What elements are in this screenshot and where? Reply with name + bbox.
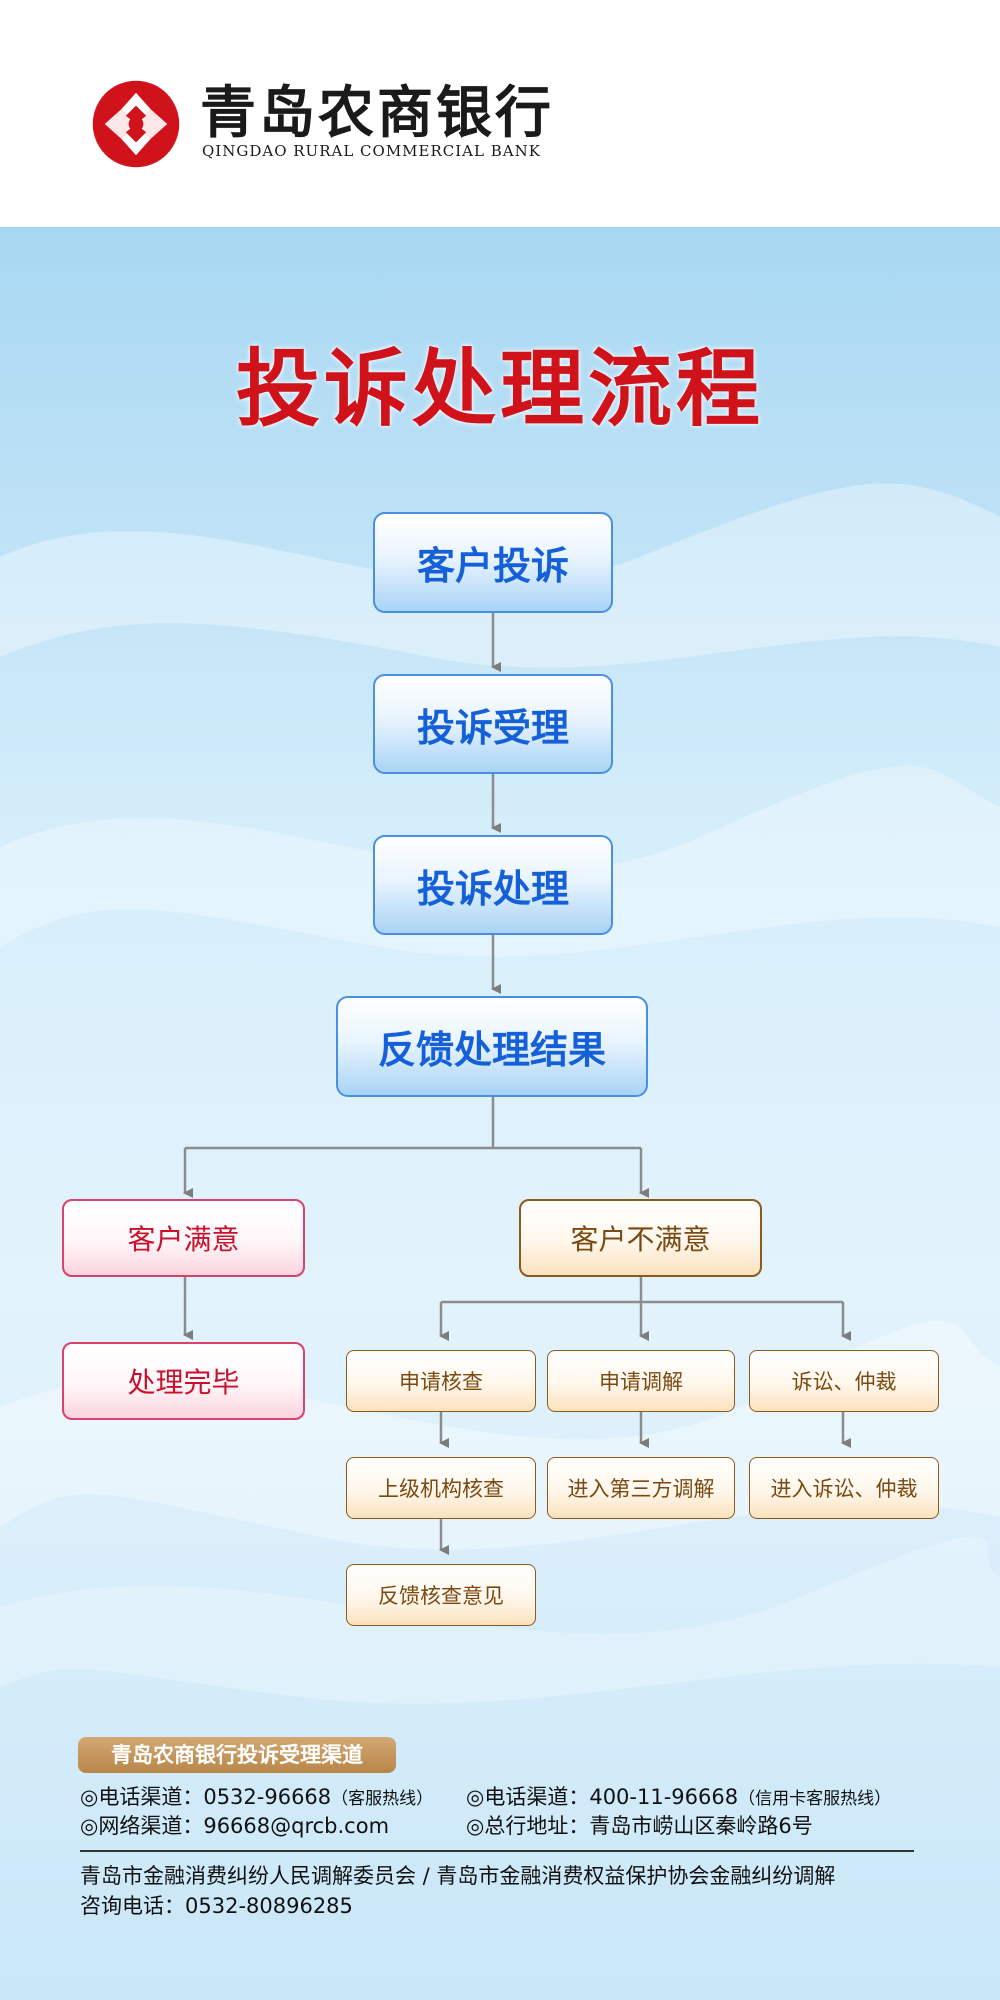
litigation-arbitration: 诉讼、仲裁 bbox=[749, 1350, 939, 1412]
step-feedback-result: 反馈处理结果 bbox=[336, 996, 648, 1097]
mediation-committee: 青岛市金融消费纠纷人民调解委员会 / 青岛市金融消费权益保护协会金融纠纷调解 bbox=[80, 1864, 836, 1888]
header: 青岛农商银行 QINGDAO RURAL COMMERCIAL BANK bbox=[0, 0, 1000, 227]
phone2-value: 400-11-96668 bbox=[589, 1785, 739, 1809]
poster: 投诉处理流程 客户投诉 投诉受理 投诉处理 bbox=[0, 227, 1000, 2000]
web-value: 96668@qrcb.com bbox=[203, 1814, 390, 1838]
flow-connectors bbox=[183, 613, 851, 1555]
head-office-address: ◎总行地址：青岛市崂山区秦岭路6号 bbox=[466, 1812, 813, 1840]
phone2-note: （信用卡客服热线） bbox=[738, 1789, 892, 1809]
phone1-value: 0532-96668 bbox=[203, 1785, 332, 1809]
consultation-phone: 咨询电话：0532-80896285 bbox=[80, 1894, 353, 1918]
phone1-note: （客服热线） bbox=[331, 1789, 434, 1809]
apply-review: 申请核查 bbox=[346, 1350, 536, 1412]
phone2-label: ◎电话渠道： bbox=[466, 1785, 590, 1809]
enter-litigation: 进入诉讼、仲裁 bbox=[749, 1457, 939, 1519]
address-label: ◎总行地址： bbox=[466, 1814, 590, 1838]
bank-logo-icon bbox=[92, 80, 180, 168]
bank-name-en: QINGDAO RURAL COMMERCIAL BANK bbox=[202, 142, 541, 160]
step-customer-complaint: 客户投诉 bbox=[373, 512, 613, 613]
phone-channel-1: ◎电话渠道：0532-96668（客服热线） bbox=[80, 1783, 433, 1813]
apply-mediation: 申请调解 bbox=[547, 1350, 735, 1412]
review-feedback: 反馈核查意见 bbox=[346, 1564, 536, 1626]
bank-name-cn: 青岛农商银行 bbox=[200, 81, 554, 146]
phone1-label: ◎电话渠道： bbox=[80, 1785, 204, 1809]
web-channel: ◎网络渠道：96668@qrcb.com bbox=[80, 1812, 389, 1840]
divider bbox=[80, 1850, 914, 1852]
superior-review: 上级机构核查 bbox=[346, 1457, 536, 1519]
step-complaint-accepted: 投诉受理 bbox=[373, 674, 613, 774]
third-party-mediation: 进入第三方调解 bbox=[547, 1457, 735, 1519]
customer-unsatisfied: 客户不满意 bbox=[519, 1199, 762, 1277]
web-label: ◎网络渠道： bbox=[80, 1814, 204, 1838]
address-value: 青岛市崂山区秦岭路6号 bbox=[589, 1814, 813, 1838]
customer-satisfied: 客户满意 bbox=[62, 1199, 305, 1277]
processing-complete: 处理完毕 bbox=[62, 1342, 305, 1420]
step-complaint-handling: 投诉处理 bbox=[373, 835, 613, 935]
phone-channel-2: ◎电话渠道：400-11-96668（信用卡客服热线） bbox=[466, 1783, 891, 1813]
page-title: 投诉处理流程 bbox=[235, 340, 764, 438]
channels-label: 青岛农商银行投诉受理渠道 bbox=[78, 1737, 396, 1773]
